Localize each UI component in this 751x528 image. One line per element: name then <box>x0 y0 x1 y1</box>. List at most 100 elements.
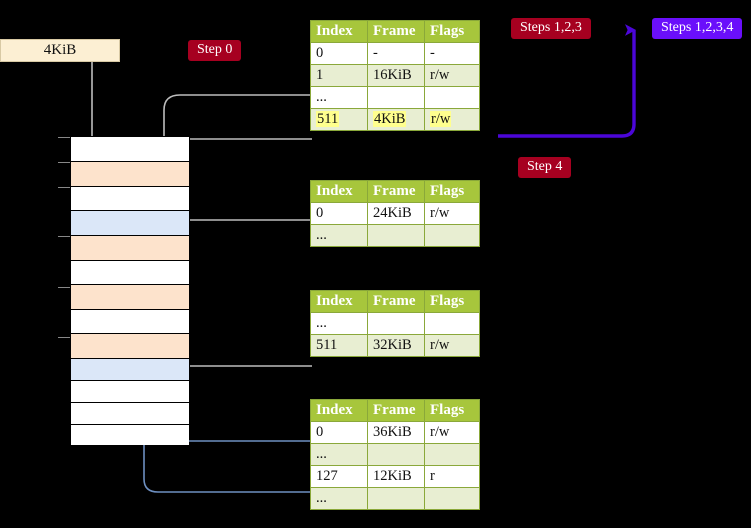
badge-step-4: Step 4 <box>518 157 572 178</box>
cell-frame: 12KiB <box>367 465 425 488</box>
badge-steps-1234: Steps 1,2,3,4 <box>652 18 743 39</box>
cell-frame: 4KiB <box>367 108 425 131</box>
wire-steps1234-bracket <box>498 24 636 138</box>
cell-flags: r/w <box>424 202 480 225</box>
cell-frame: - <box>367 42 425 65</box>
memory-row <box>71 359 189 381</box>
cell-index: 511 <box>310 108 368 131</box>
memory-tick-8 <box>58 337 71 338</box>
memory-row <box>71 403 189 425</box>
memory-row <box>71 162 189 187</box>
memory-row <box>71 236 189 261</box>
column-header-index: Index <box>310 290 368 313</box>
table-header-row: Index Frame Flags <box>310 20 480 43</box>
table-row[interactable]: ... <box>310 224 480 247</box>
column-header-frame: Frame <box>367 20 425 43</box>
badge-step-4-label: Step 4 <box>518 157 572 178</box>
cell-index: 127 <box>310 465 368 488</box>
column-header-frame: Frame <box>367 290 425 313</box>
column-header-flags: Flags <box>424 180 480 203</box>
badge-step-0: Step 0 <box>188 40 242 61</box>
badge-step-0-label: Step 0 <box>188 40 242 61</box>
cell-index: 0 <box>310 42 368 65</box>
table-row[interactable]: 511 32KiB r/w <box>310 334 480 357</box>
frame-size-box: 4KiB <box>0 39 120 62</box>
column-header-flags: Flags <box>424 399 480 422</box>
table-row[interactable]: ... <box>310 312 480 335</box>
memory-row <box>71 137 189 162</box>
table-row[interactable]: ... <box>310 487 480 510</box>
memory-row <box>71 381 189 403</box>
badge-steps-1234-label: Steps 1,2,3,4 <box>652 18 743 39</box>
cell-frame <box>367 312 425 335</box>
wire-table2-to-memory <box>172 312 312 367</box>
cell-index: ... <box>310 224 368 247</box>
memory-tick-4 <box>58 236 71 237</box>
cell-flags <box>424 312 480 335</box>
cell-frame <box>367 224 425 247</box>
cell-index: ... <box>310 443 368 466</box>
cell-flags: r/w <box>424 108 480 131</box>
cell-index: ... <box>310 86 368 109</box>
table-header-row: Index Frame Flags <box>310 290 480 313</box>
cell-flags: r/w <box>424 64 480 87</box>
table-row[interactable]: 127 12KiB r <box>310 465 480 488</box>
memory-tick-1 <box>58 162 71 163</box>
page-table-level-1: Index Frame Flags 0 24KiB r/w ... <box>310 180 480 247</box>
memory-tick-0 <box>58 137 71 138</box>
wire-noop <box>164 95 312 110</box>
table-row[interactable]: 0 - - <box>310 42 480 65</box>
cell-flags <box>424 443 480 466</box>
cell-index: ... <box>310 487 368 510</box>
cell-index-text: 511 <box>316 111 340 127</box>
cell-flags: r/w <box>424 334 480 357</box>
column-header-index: Index <box>310 20 368 43</box>
page-table-level-3: Index Frame Flags 0 36KiB r/w ... 127 12… <box>310 399 480 510</box>
cell-flags-text: r/w <box>430 111 452 127</box>
memory-tick-6 <box>58 287 71 288</box>
cell-frame <box>367 487 425 510</box>
cell-index: 511 <box>310 334 368 357</box>
cell-frame: 24KiB <box>367 202 425 225</box>
wire-table1-to-memory <box>174 219 312 269</box>
memory-tick-2 <box>58 187 71 188</box>
cell-frame <box>367 443 425 466</box>
column-header-flags: Flags <box>424 20 480 43</box>
cell-index: 1 <box>310 64 368 87</box>
table-row[interactable]: ... <box>310 443 480 466</box>
memory-row <box>71 334 189 359</box>
memory-row <box>71 187 189 211</box>
memory-row <box>71 285 189 310</box>
table-row[interactable]: ... <box>310 86 480 109</box>
table-row[interactable]: 1 16KiB r/w <box>310 64 480 87</box>
cell-index: 0 <box>310 421 368 444</box>
cell-frame: 16KiB <box>367 64 425 87</box>
cell-index: ... <box>310 312 368 335</box>
memory-row <box>71 425 189 445</box>
frame-size-label: 4KiB <box>43 42 77 58</box>
table-row[interactable]: 0 24KiB r/w <box>310 202 480 225</box>
cell-flags: r <box>424 465 480 488</box>
column-header-index: Index <box>310 399 368 422</box>
column-header-frame: Frame <box>367 399 425 422</box>
table-header-row: Index Frame Flags <box>310 180 480 203</box>
memory-row <box>71 261 189 285</box>
column-header-flags: Flags <box>424 290 480 313</box>
table-row[interactable]: 0 36KiB r/w <box>310 421 480 444</box>
cell-flags <box>424 487 480 510</box>
column-header-frame: Frame <box>367 180 425 203</box>
cell-flags: r/w <box>424 421 480 444</box>
table-row-highlighted[interactable]: 511 4KiB r/w <box>310 108 480 131</box>
cell-index: 0 <box>310 202 368 225</box>
column-header-index: Index <box>310 180 368 203</box>
cell-frame-text: 4KiB <box>373 111 407 127</box>
page-table-level-2: Index Frame Flags ... 511 32KiB r/w <box>310 290 480 357</box>
cell-flags: - <box>424 42 480 65</box>
physical-memory-grid <box>70 136 190 445</box>
page-table-level-0: Index Frame Flags 0 - - 1 16KiB r/w ... <box>310 20 480 131</box>
table-header-row: Index Frame Flags <box>310 399 480 422</box>
cell-frame: 36KiB <box>367 421 425 444</box>
cell-flags <box>424 86 480 109</box>
cell-frame: 32KiB <box>367 334 425 357</box>
